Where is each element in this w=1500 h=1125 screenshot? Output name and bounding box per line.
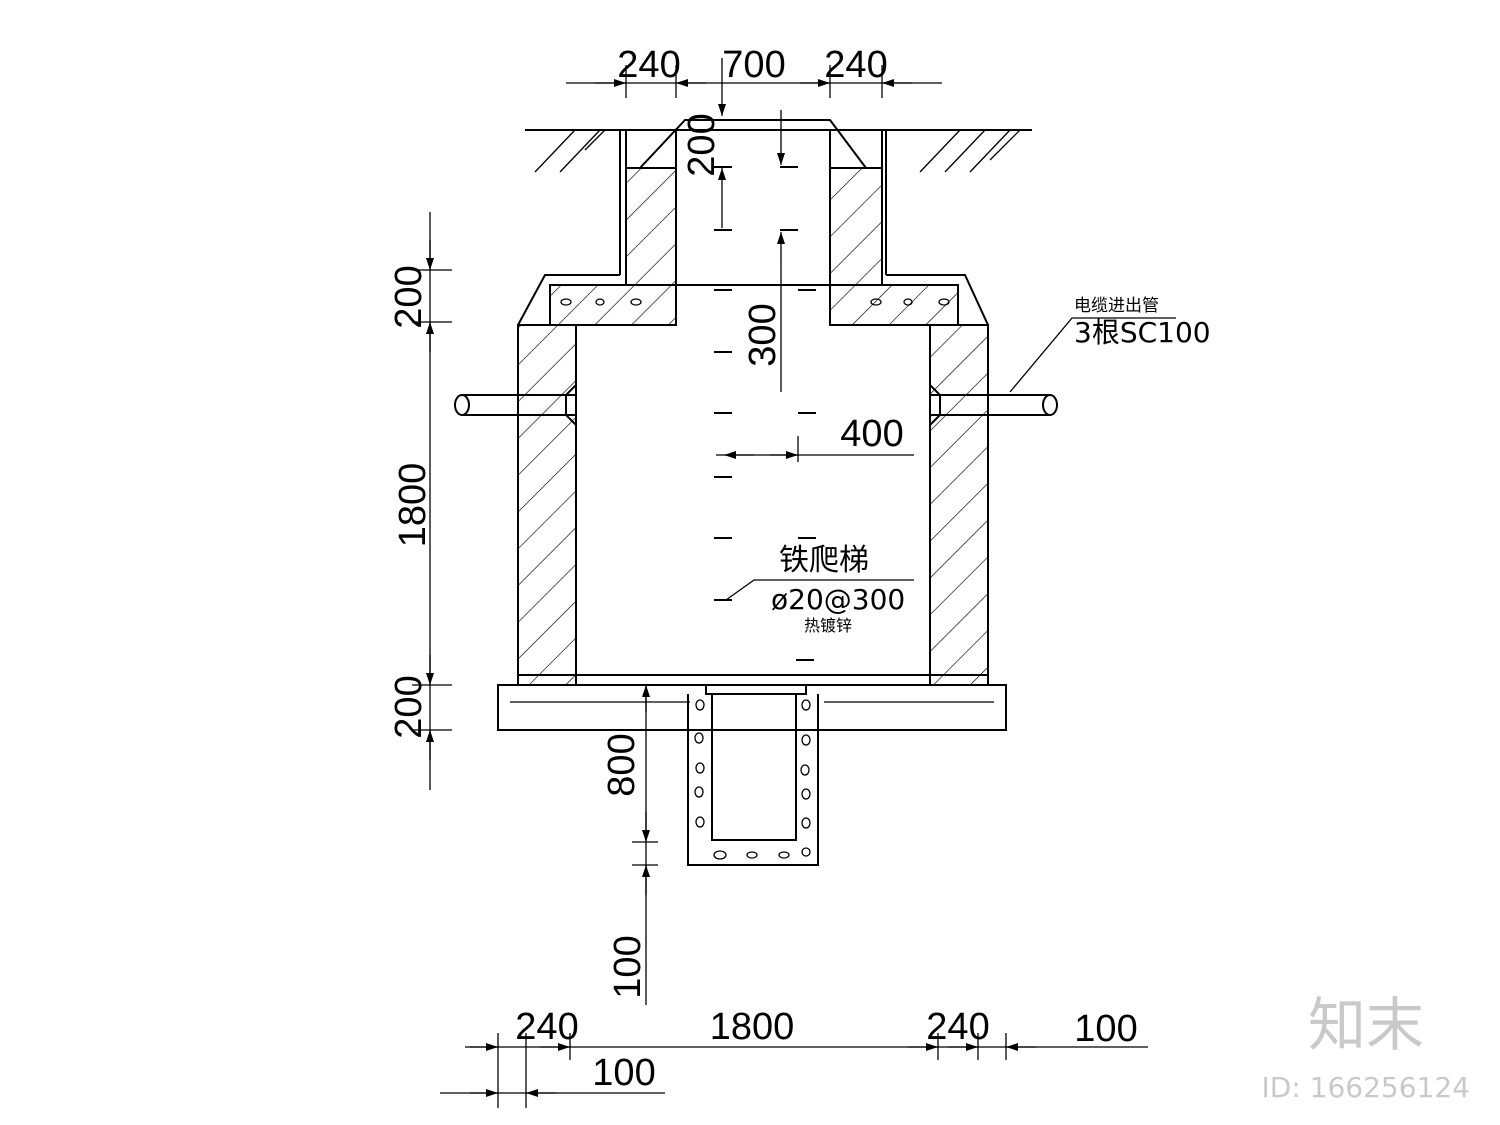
dim-cover-slab: 200 [388, 265, 430, 328]
annotations: 电缆进出管 3根SC100 铁爬梯 ø20@300 热镀锌 [771, 296, 1211, 635]
watermark-id: ID: 166256124 [1262, 1071, 1470, 1104]
dim-bottom-right-extra: 100 [1074, 1008, 1137, 1050]
cover-slab [517, 274, 989, 676]
leader-lines [725, 317, 1176, 601]
dimension-lines [412, 58, 1148, 1108]
dim-bottom-wall-left: 240 [515, 1006, 578, 1048]
dim-sump-bottom: 100 [607, 935, 649, 998]
chamber-walls [517, 324, 989, 686]
ladder-rungs [714, 166, 816, 661]
dim-ladder-offset: 400 [840, 413, 903, 455]
dim-bottom-left-extra: 100 [592, 1052, 655, 1094]
dim-bottom-wall-right: 240 [926, 1006, 989, 1048]
dim-chamber-height: 1800 [392, 463, 434, 548]
cable-conduit-spec: 3根SC100 [1074, 316, 1211, 349]
dimension-texts: 240 700 240 200 300 400 200 1800 200 800… [388, 44, 1138, 1094]
dim-top-wall-left: 240 [617, 44, 680, 86]
dim-neck-height: 200 [681, 113, 723, 176]
dim-bottom-inner: 1800 [710, 1006, 795, 1048]
dim-base-slab: 200 [388, 675, 430, 738]
dim-top-opening: 700 [722, 44, 785, 86]
dim-sump-depth: 800 [601, 733, 643, 796]
watermark-brand: 知末 [1308, 991, 1424, 1059]
base-slab [497, 684, 1007, 731]
dim-ladder-top-offset: 300 [742, 303, 784, 366]
sump-pit [687, 694, 819, 866]
cable-conduits [454, 384, 1058, 426]
watermark: 知末 ID: 166256124 [1262, 991, 1470, 1104]
ladder-finish: 热镀锌 [804, 616, 852, 635]
ladder-title: 铁爬梯 [779, 543, 869, 578]
dim-top-wall-right: 240 [824, 44, 887, 86]
ladder-spec: ø20@300 [771, 583, 905, 616]
cable-conduit-title: 电缆进出管 [1074, 296, 1159, 316]
ground-surface [525, 129, 1032, 173]
